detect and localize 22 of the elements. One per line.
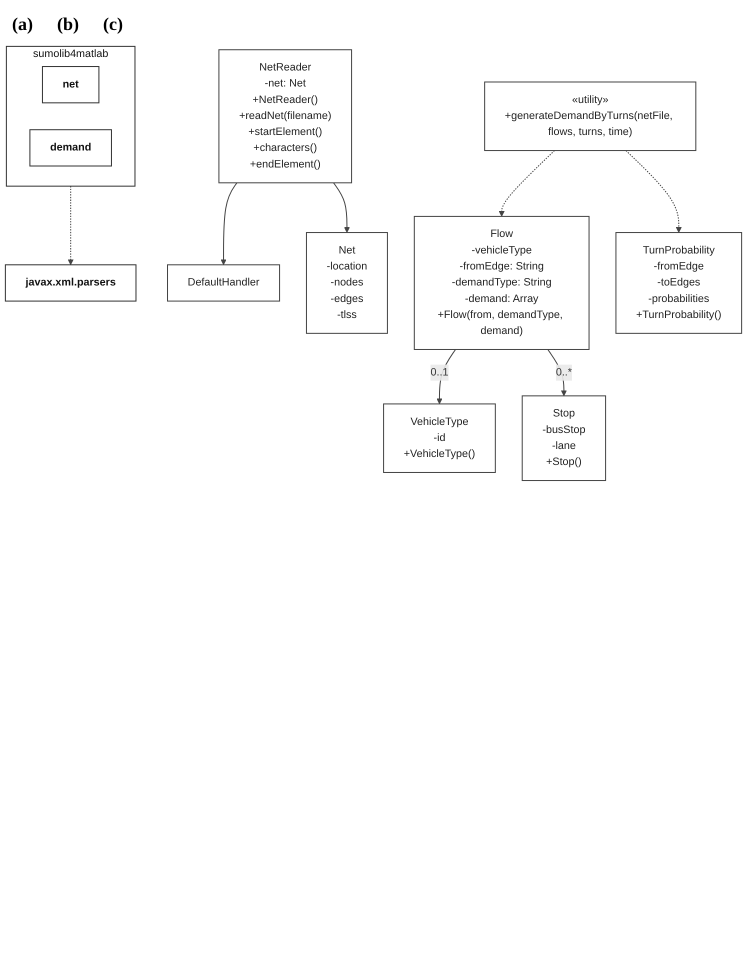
node-box: Stop -busStop -lane +Stop() [522,395,606,482]
arrow [220,182,238,266]
panel-label: (b) [57,14,79,35]
arrow [436,349,456,404]
edge-label: 0..1 [430,366,448,378]
node-box: «utility» +generateDemandByTurns(netFile, flows, turns, time) [484,82,696,152]
arrow [626,150,682,233]
node-box: VehicleType -id +VehicleType() [383,403,496,473]
node-box: demand [29,129,112,166]
node-box: javax.xml.parsers [4,264,136,302]
edge-label: 0..* [556,366,572,378]
arrow [498,150,555,217]
node-box: DefaultHandler [167,264,280,302]
arrow [68,186,74,266]
panel-label: (a) [12,14,33,35]
arrow [333,182,350,233]
node-box: Flow -vehicleType -fromEdge: String -demandType: String -demand: Array +Flow(from, demandType, demand) [414,216,590,350]
node-box: Net -location -nodes -edges -tlss [306,232,388,334]
panel-label: (c) [103,14,123,35]
node-box: TurnProbability -fromEdge -toEdges -probabilities +TurnProbability() [615,232,742,334]
node-box: net [42,66,100,104]
node-box: NetReader -net: Net +NetReader() +readNet(filename) +startElement() +characters() +endElement() [218,49,352,184]
